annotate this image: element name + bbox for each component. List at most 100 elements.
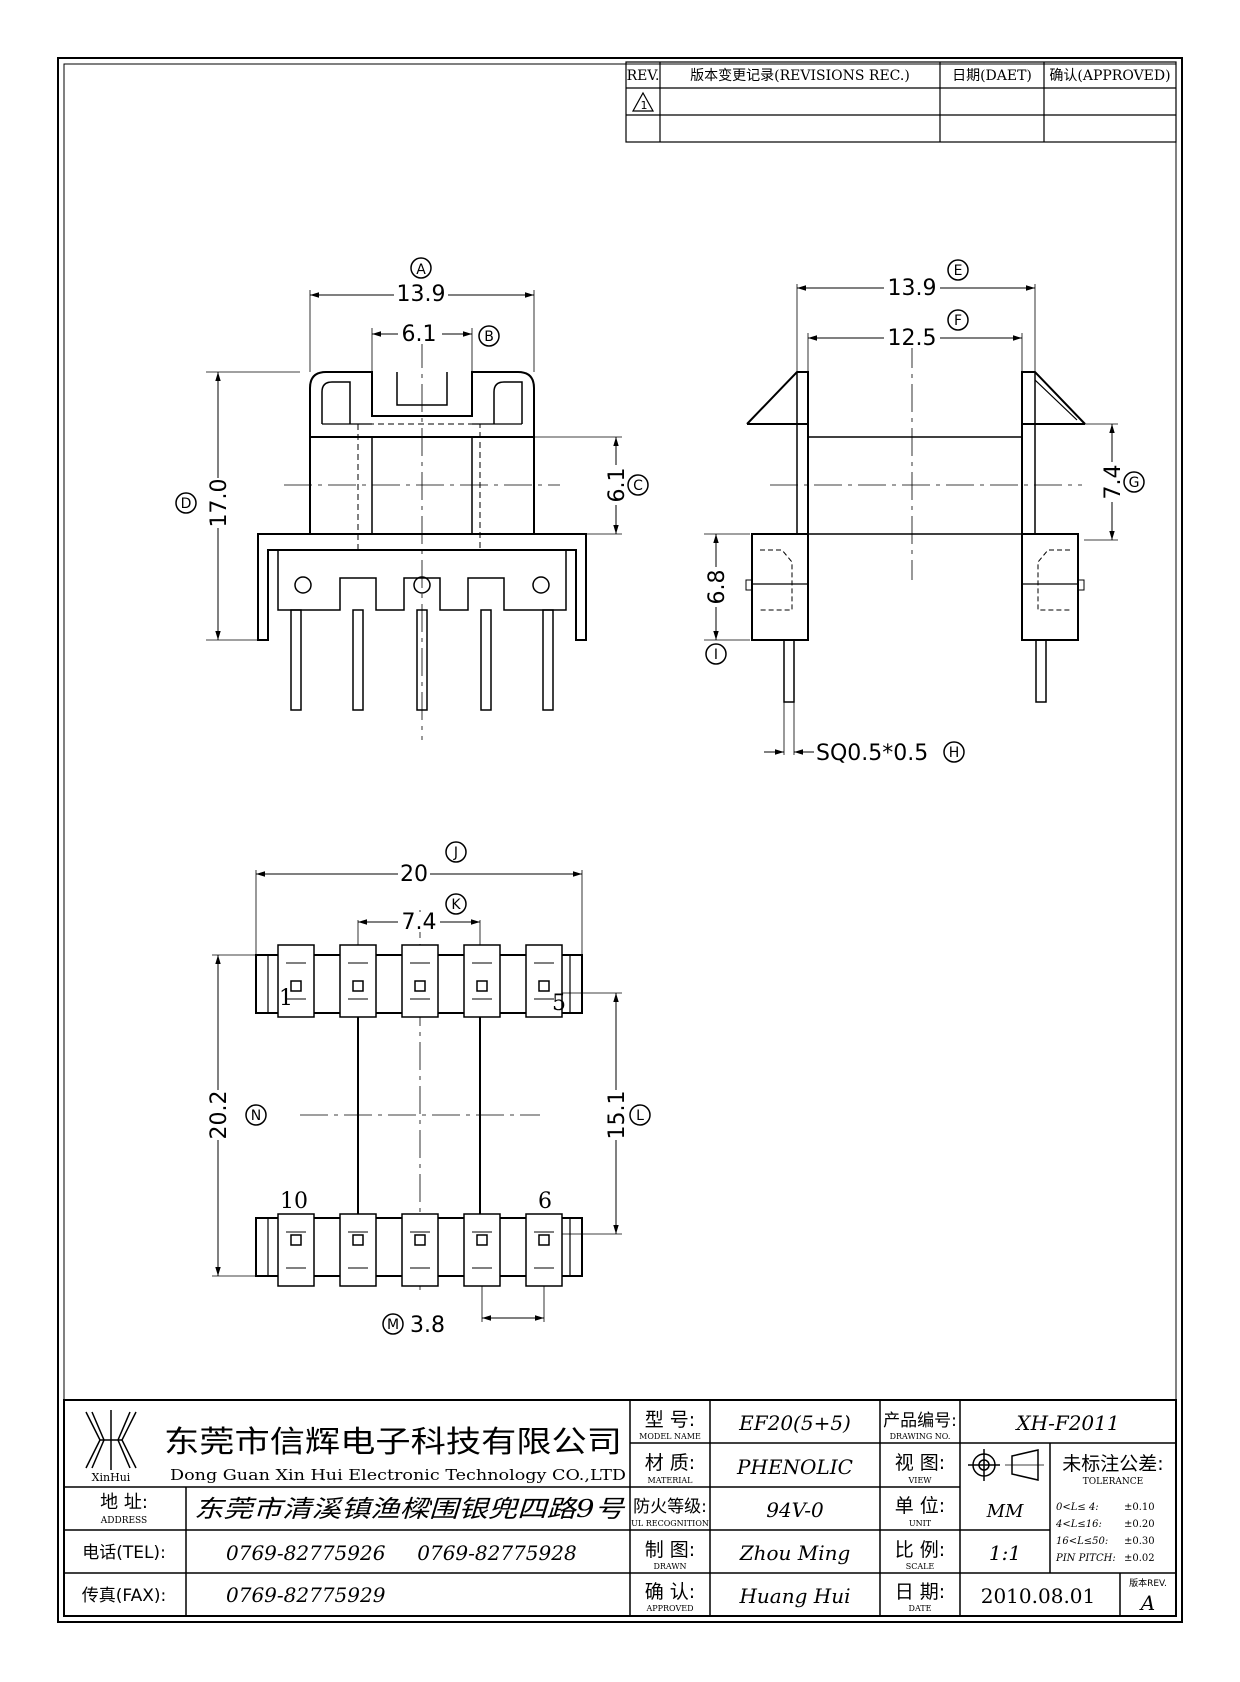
company-name-cn: 东莞市信辉电子科技有限公司 — [164, 1425, 622, 1460]
dim-k-marker: K — [445, 893, 467, 915]
approved-label-en: APPROVED — [645, 1604, 693, 1613]
pin-square — [538, 1234, 550, 1246]
tolerance-value: ±0.30 — [1124, 1536, 1155, 1547]
dim-f-marker: F — [947, 309, 969, 331]
scale-value: 1:1 — [989, 1541, 1021, 1565]
drawn-value: Zhou Ming — [739, 1541, 851, 1565]
fax-value: 0769-82775929 — [226, 1583, 386, 1607]
pin-square — [476, 1234, 488, 1246]
approved-label: 确 认: — [645, 1581, 695, 1603]
svg-text:M: M — [387, 1317, 399, 1333]
top-pin-row — [277, 944, 563, 1018]
address-label: 地 址: — [100, 1492, 148, 1513]
drawing-no-label-en: DRAWING NO. — [890, 1432, 951, 1441]
svg-text:B: B — [484, 329, 494, 345]
svg-text:A: A — [416, 262, 426, 278]
dim-m-marker: M — [382, 1313, 404, 1335]
tolerance-range: 0<L≤ 4: — [1056, 1502, 1099, 1513]
material-label-en: MATERIAL — [648, 1476, 694, 1485]
pin-square — [538, 980, 550, 992]
dim-j-marker: J — [445, 841, 467, 863]
svg-text:F: F — [954, 313, 962, 329]
date-header: 日期(DAET) — [952, 68, 1032, 84]
tolerance-value: ±0.20 — [1124, 1519, 1155, 1530]
tolerance-range: 16<L≤50: — [1056, 1536, 1108, 1547]
scale-label: 比 例: — [895, 1539, 945, 1561]
pin-square — [476, 980, 488, 992]
unit-label: 单 位: — [895, 1495, 945, 1517]
dim-c-value: 6.1 — [605, 468, 630, 503]
model-value: EF20(5+5) — [738, 1411, 851, 1435]
pin-5-label: 5 — [552, 991, 566, 1016]
svg-text:I: I — [714, 647, 718, 663]
dim-e-marker: E — [947, 259, 969, 281]
pin-pad — [277, 1213, 315, 1287]
revision-table — [625, 61, 1177, 143]
pin-square — [290, 980, 302, 992]
dim-l-marker: L — [629, 1104, 651, 1126]
material-value: PHENOLIC — [736, 1455, 853, 1479]
svg-text:D: D — [181, 496, 192, 512]
dim-e-value: 13.9 — [888, 276, 937, 301]
rev-value: A — [1139, 1591, 1155, 1615]
front-view — [206, 290, 622, 740]
side-view — [704, 284, 1118, 755]
date-value: 2010.08.01 — [981, 1584, 1096, 1608]
dim-f-value: 12.5 — [888, 326, 937, 351]
tolerance-value: ±0.10 — [1124, 1502, 1155, 1513]
pin-square — [352, 1234, 364, 1246]
date-label-en: DATE — [909, 1604, 932, 1613]
svg-text:J: J — [453, 845, 458, 861]
unit-value: MM — [986, 1501, 1024, 1522]
dim-g-value: 7.4 — [1101, 465, 1126, 500]
svg-text:H: H — [949, 745, 960, 761]
pin-pad — [525, 1213, 563, 1287]
tolerance-value: ±0.02 — [1124, 1553, 1155, 1564]
drawn-label-en: DRAWN — [653, 1562, 686, 1571]
svg-text:K: K — [451, 897, 461, 913]
bottom-pin-row — [277, 1213, 563, 1287]
pin-square — [352, 980, 364, 992]
pin-pad — [401, 1213, 439, 1287]
dim-c-marker: C — [627, 474, 649, 496]
rev-label: 版本REV. — [1129, 1577, 1167, 1589]
pin-square — [414, 980, 426, 992]
dim-n-marker: N — [245, 1104, 267, 1126]
xinhui-logo — [85, 1410, 137, 1470]
company-name-en: Dong Guan Xin Hui Electronic Technology … — [170, 1466, 626, 1484]
pin-pad — [463, 1213, 501, 1287]
tel-label: 电话(TEL): — [82, 1543, 166, 1563]
dim-l-value: 15.1 — [605, 1091, 630, 1140]
logo-text: XinHui — [92, 1471, 131, 1484]
drawing-no-value: XH-F2011 — [1014, 1411, 1119, 1435]
view-label-en: VIEW — [908, 1476, 933, 1485]
drawing-no-label: 产品编号: — [883, 1411, 957, 1431]
inner-border — [63, 63, 1177, 1617]
tolerance-range: PIN PITCH: — [1055, 1553, 1116, 1564]
view-label: 视 图: — [895, 1452, 945, 1474]
rev-triangle-icon: 1 — [631, 91, 655, 112]
scale-label-en: SCALE — [906, 1562, 935, 1571]
tolerance-title: 未标注公差: — [1062, 1453, 1163, 1475]
pin-1-label: 1 — [279, 986, 293, 1011]
tolerance-title-en: TOLERANCE — [1083, 1477, 1144, 1487]
ul-label-en: UL RECOGNITION — [631, 1519, 709, 1528]
pin-6-label: 6 — [538, 1189, 552, 1214]
dim-i-value: 6.8 — [705, 570, 730, 605]
revisions-header: 版本变更记录(REVISIONS REC.) — [690, 68, 910, 84]
tel-value: 0769-82775926 0769-82775928 — [226, 1541, 577, 1565]
svg-text:G: G — [1129, 475, 1140, 491]
ul-label: 防火等级: — [633, 1497, 707, 1517]
svg-text:1: 1 — [641, 99, 648, 112]
title-block-grid — [63, 1399, 1177, 1617]
material-label: 材 质: — [645, 1452, 695, 1474]
approved-value: Huang Hui — [738, 1584, 850, 1608]
model-label: 型 号: — [645, 1409, 695, 1431]
dim-h-marker: H — [943, 741, 965, 763]
dim-d-value: 17.0 — [207, 479, 232, 528]
dim-d-marker: D — [175, 492, 197, 514]
dim-a-marker: A — [410, 257, 432, 279]
rev-header: REV. — [627, 68, 660, 84]
pin-pad — [525, 944, 563, 1018]
